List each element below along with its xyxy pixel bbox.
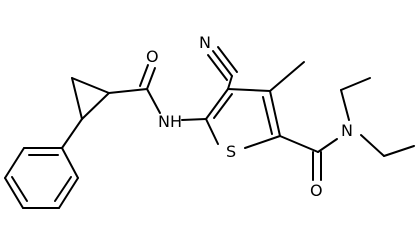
sulfur-label: S [226,142,236,161]
nitrile-to-ring-bond [227,75,233,90]
ring-bond-c4-c5-inner [262,96,273,135]
cyclopropane-bond-c [81,92,110,120]
ethyl-upper-bond-a [340,89,350,121]
ring-bond-c4-c5 [269,90,281,137]
phenyl-bond-2 [58,177,79,209]
carbonyl-to-cyclopropane-bond [108,88,148,94]
ring-bond-c2-c3 [205,88,229,120]
ethyl-lower-bond-b [383,145,415,157]
nh-to-carbonyl-bond [146,88,161,114]
nitrile-triple-bond-a [212,50,233,77]
nh-label: NH [158,112,182,131]
ethyl-upper-bond-b [340,77,371,91]
nh-to-ring-bond [181,118,207,121]
molecule-drawing: N O NH S N O [4,33,415,209]
right-carbonyl-bond [279,135,319,153]
left-co-double-a [146,67,156,90]
ring-bond-c5-s [244,135,281,149]
ring-bond-c3-c4 [227,88,271,92]
nitrile-nitrogen-label: N [199,33,211,52]
ethyl-lower-bond-a [360,134,385,157]
phenyl-bond-1 [61,147,79,179]
cyclopropane-bond-a [71,77,110,94]
phenyl-bond-4 [4,177,24,209]
left-co-double-b [139,64,149,87]
cyclopropane-bond-b [71,77,83,120]
phenyl-inner-bond-2 [11,176,28,202]
right-amide-nitrogen-label: N [341,121,353,140]
nitrile-triple-bond-c [207,54,228,81]
right-carbonyl-oxygen-label: O [310,181,323,200]
phenyl-inner-bond-1 [54,176,72,202]
phenyl-bond-5 [4,147,25,179]
structure-canvas: N O NH S N O [4,33,415,209]
left-carbonyl-oxygen-label: O [146,47,159,66]
cyclopropane-to-phenyl-bond [61,118,83,149]
ring-bond-c2-c3-inner [213,93,233,119]
ring-bond-s-c2 [205,118,219,145]
nitrile-triple-bond-b [217,46,238,73]
right-c-n-bond [317,138,338,153]
methyl-bond [269,61,305,92]
